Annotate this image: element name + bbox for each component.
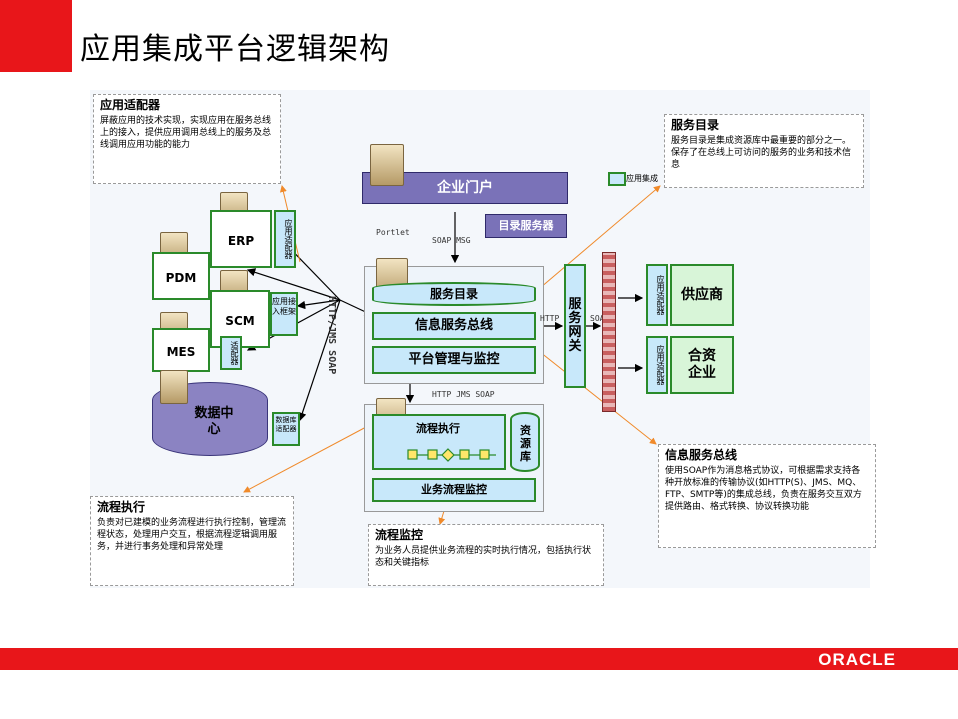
page-title: 应用集成平台逻辑架构 xyxy=(80,32,390,67)
db-adapter-label: 数据库适配器 xyxy=(272,412,300,446)
info-service-bus-box: 信息服务总线 xyxy=(372,312,536,340)
title-accent-block xyxy=(0,0,72,72)
directory-server-box: 目录服务器 xyxy=(485,214,567,238)
erp-box: ERP xyxy=(210,210,272,268)
protocol-http-jms-soap-vertical: HTTP/JMS SOAP xyxy=(326,295,337,375)
protocol-http-jms-soap-horizontal: HTTP JMS SOAP xyxy=(432,390,495,399)
callout-directory-title: 服务目录 xyxy=(671,118,720,132)
callout-adapter: 应用适配器 屏蔽应用的技术实现，实现应用在服务总线上的接入，提供应用调用总线上的… xyxy=(93,94,281,184)
callout-adapter-title: 应用适配器 xyxy=(100,98,161,112)
callout-flow-exec-text: 负责对已建模的业务流程进行执行控制，管理流程状态，处理用户交互，根据流程逻辑调用… xyxy=(97,518,287,552)
callout-bus-text: 使用SOAP作为消息格式协议，可根据需求支持各种开放标准的传输协议(如HTTP(… xyxy=(665,466,862,512)
data-center-label: 数据中心 xyxy=(194,406,234,437)
legend-swatch xyxy=(608,172,626,186)
jv-adapter-label: 应用适配器 xyxy=(646,336,668,394)
data-center-server-icon xyxy=(160,370,188,404)
callout-bus: 信息服务总线 使用SOAP作为消息格式协议，可根据需求支持各种开放标准的传输协议… xyxy=(658,444,876,548)
process-flow-icon xyxy=(407,448,496,462)
callout-flow-exec-title: 流程执行 xyxy=(97,500,146,514)
portal-server-icon xyxy=(370,144,404,186)
callout-bus-title: 信息服务总线 xyxy=(665,448,738,462)
erp-adapter-label: 应用适配器 xyxy=(274,210,296,268)
protocol-portlet: Portlet xyxy=(376,228,410,237)
jv-box: 合资企业 xyxy=(670,336,734,394)
firewall-wall xyxy=(602,252,616,412)
mes-adapter-label: 适配器 xyxy=(220,336,242,370)
portal-protocols: Portlet SOAP MSG xyxy=(356,210,476,245)
footer-bar xyxy=(0,648,958,670)
mes-box: MES xyxy=(152,328,210,372)
protocol-http: HTTP xyxy=(540,314,560,323)
callout-directory-text: 服务目录是集成资源库中最重要的部分之一。保存了在总线上可访问的服务的业务和技术信… xyxy=(671,136,852,170)
supplier-adapter-label: 应用适配器 xyxy=(646,264,668,326)
service-gateway-box: 服务网关 xyxy=(564,264,586,388)
supplier-box: 供应商 xyxy=(670,264,734,326)
scm-adapter-label: 应用接入框架 xyxy=(270,292,298,336)
callout-flow-monitor-title: 流程监控 xyxy=(375,528,424,542)
legend-label: 应用集成 xyxy=(626,174,658,183)
platform-mgmt-box: 平台管理与监控 xyxy=(372,346,536,374)
resource-library-cylinder: 资源库 xyxy=(510,412,540,472)
process-monitor-box: 业务流程监控 xyxy=(372,478,536,502)
oracle-logo: ORACLE xyxy=(818,650,896,669)
callout-flow-monitor-text: 为业务人员提供业务流程的实时执行情况，包括执行状态和关键指标 xyxy=(375,546,592,568)
pdm-box: PDM xyxy=(152,252,210,300)
callout-adapter-text: 屏蔽应用的技术实现，实现应用在服务总线上的接入，提供应用调用总线上的服务及总线调… xyxy=(100,116,272,150)
callout-flow-exec: 流程执行 负责对已建模的业务流程进行执行控制，管理流程状态，处理用户交互，根据流… xyxy=(90,496,294,586)
protocol-soap: SOAP xyxy=(590,314,610,323)
process-execution-box: 流程执行 xyxy=(372,414,506,470)
protocol-soap-msg: SOAP MSG xyxy=(432,236,471,245)
callout-flow-monitor: 流程监控 为业务人员提供业务流程的实时执行情况，包括执行状态和关键指标 xyxy=(368,524,604,586)
callout-directory: 服务目录 服务目录是集成资源库中最重要的部分之一。保存了在总线上可访问的服务的业… xyxy=(664,114,864,188)
service-directory-box: 服务目录 xyxy=(372,282,536,306)
